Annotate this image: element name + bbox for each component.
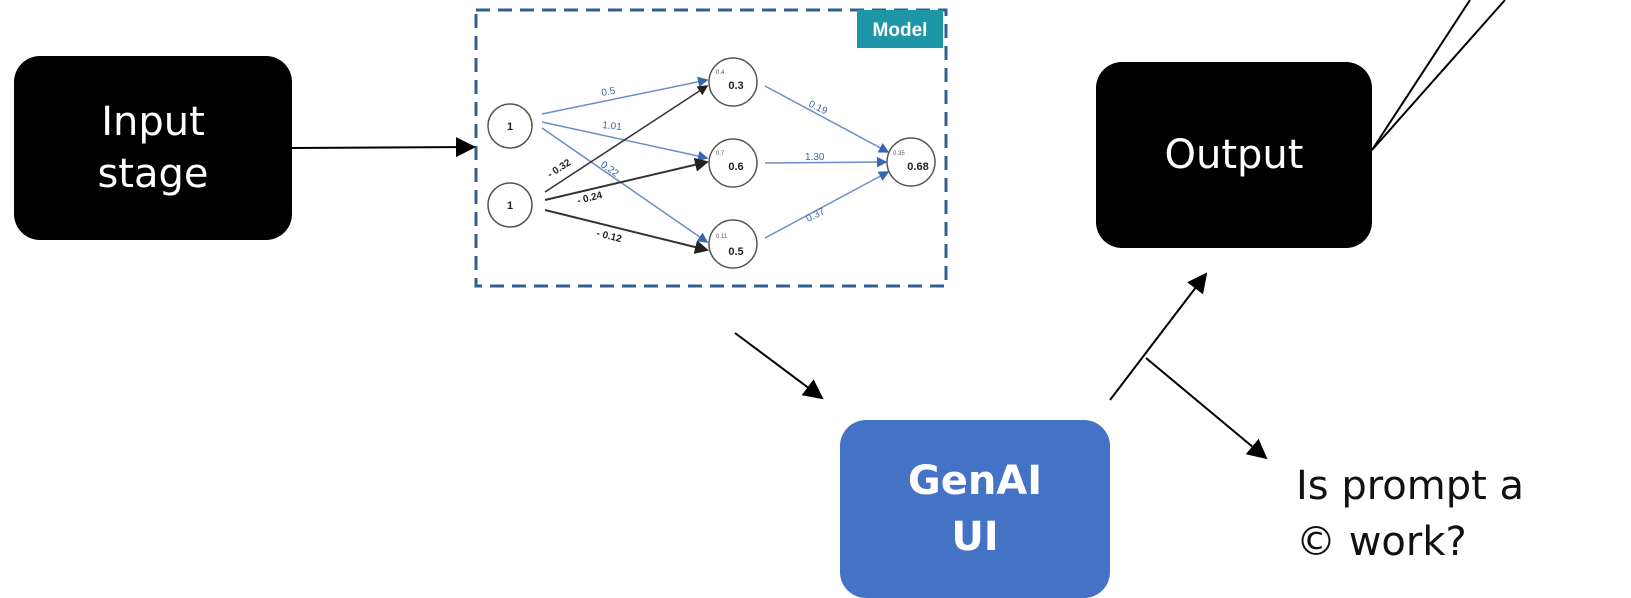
input-stage-box: Input stage bbox=[14, 56, 292, 240]
output-node-bias: 0.35 bbox=[893, 151, 905, 157]
hidden-node-value: 0.5 bbox=[728, 246, 743, 258]
question-line1: Is prompt a bbox=[1296, 463, 1525, 509]
input-stage-line1: Input bbox=[101, 99, 205, 145]
output-node-value: 0.68 bbox=[907, 161, 928, 173]
arrow-genai-to-output bbox=[1109, 272, 1208, 401]
hidden-node-bias: 0.7 bbox=[716, 151, 725, 157]
question-line2: © work? bbox=[1296, 519, 1467, 565]
connector-line bbox=[1371, 0, 1506, 151]
connector-line bbox=[1371, 0, 1471, 151]
weight-label: 1.30 bbox=[805, 152, 825, 163]
edge-in1-h3 bbox=[541, 127, 709, 243]
genai-line1: GenAI bbox=[907, 458, 1043, 504]
output-label: Output bbox=[1164, 132, 1304, 178]
hidden-node-value: 0.3 bbox=[728, 80, 743, 92]
arrow-to-question bbox=[1145, 357, 1268, 460]
input-node-value: 1 bbox=[507, 200, 513, 212]
edge-in2-h3 bbox=[544, 209, 709, 254]
edge-in2-h2 bbox=[544, 157, 709, 201]
edge-in1-h1 bbox=[541, 76, 709, 115]
hidden-node-bias: 0.11 bbox=[716, 234, 728, 240]
weight-label: 0.5 bbox=[601, 86, 617, 99]
arrow-model-to-genai bbox=[734, 332, 824, 400]
edge-h1-out bbox=[764, 85, 890, 153]
question-text: Is prompt a © work? bbox=[1296, 458, 1524, 570]
input-node bbox=[487, 103, 533, 149]
genai-ui-box: GenAI UI bbox=[840, 420, 1110, 598]
genai-line2: UI bbox=[951, 514, 999, 560]
input-node-value: 1 bbox=[507, 121, 513, 133]
hidden-node-bias: 0.4 bbox=[716, 70, 725, 76]
input-stage-line2: stage bbox=[97, 151, 209, 197]
hidden-node bbox=[708, 57, 758, 107]
hidden-node-value: 0.6 bbox=[728, 161, 743, 173]
model-panel: Model 0.5 1.01 0.22 1.30 0.19 0.37 - 0.3… bbox=[474, 8, 948, 288]
hidden-node bbox=[708, 219, 758, 269]
input-node bbox=[487, 182, 533, 228]
arrow-input-to-model bbox=[291, 137, 476, 158]
edge-in2-h1 bbox=[544, 85, 709, 193]
model-badge-label: Model bbox=[873, 20, 928, 41]
hidden-node bbox=[708, 138, 758, 188]
model-badge bbox=[857, 10, 943, 48]
edge-h2-out bbox=[764, 156, 888, 168]
output-node bbox=[886, 137, 936, 187]
edge-h3-out bbox=[764, 171, 890, 239]
output-box: Output bbox=[1096, 62, 1372, 248]
weight-label: 1.01 bbox=[602, 120, 623, 133]
